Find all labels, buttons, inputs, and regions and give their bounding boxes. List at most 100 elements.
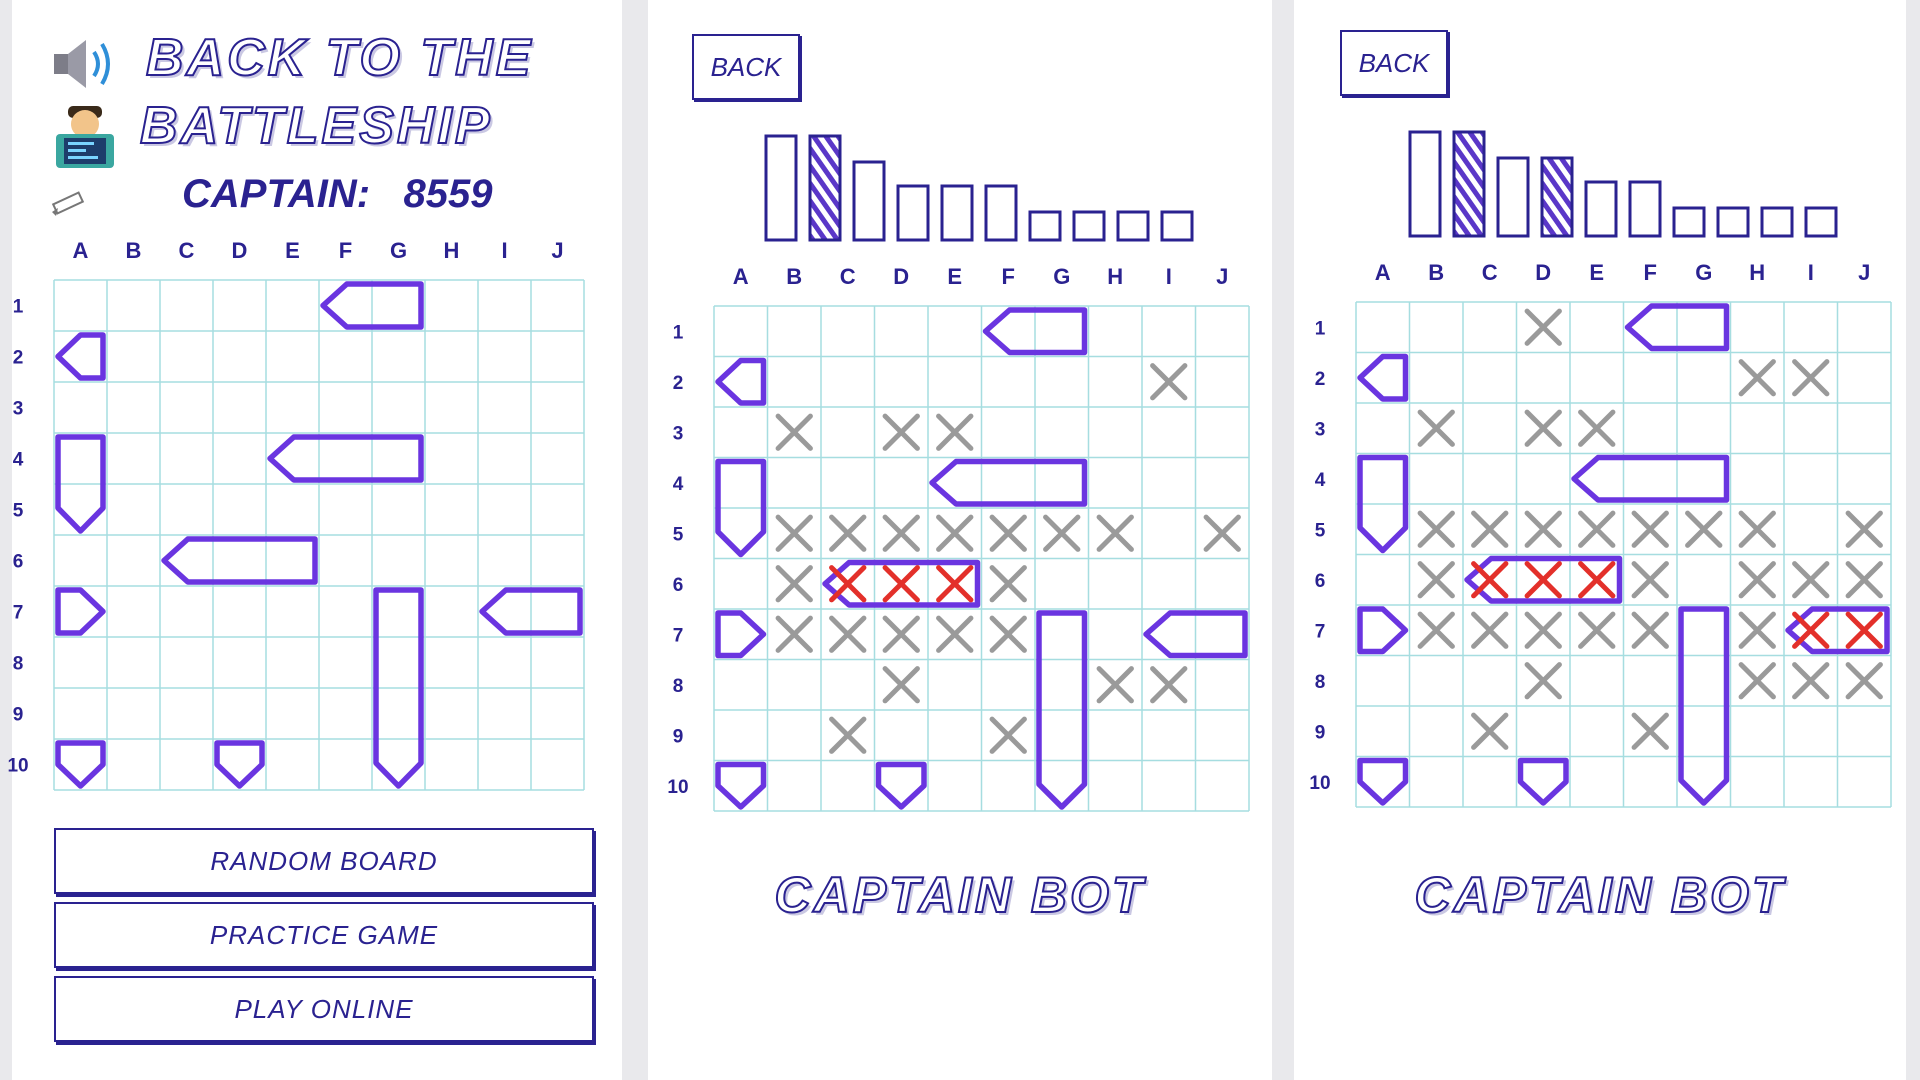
row-label: 2 [1315,369,1326,390]
ship [161,536,318,585]
miss-marker [1417,409,1455,447]
ship [1357,606,1409,655]
fleet-ship-afloat [1672,206,1706,238]
random-board-button[interactable]: RANDOM BOARD [54,828,594,894]
row-label: 8 [13,654,24,675]
column-label: J [1858,260,1870,285]
miss-marker [1578,510,1616,548]
miss-marker [1631,510,1669,548]
row-label: 3 [1315,419,1326,440]
row-label: 5 [13,501,24,522]
back-button[interactable]: BACK [692,34,800,100]
fleet-ship-afloat [896,184,930,242]
miss-marker [936,413,974,451]
row-label: 8 [1315,672,1326,693]
miss-marker [829,514,867,552]
row-label: 4 [1315,470,1326,491]
row-label: 6 [13,552,24,573]
column-label: G [1695,260,1712,285]
ship [875,761,927,810]
row-label: 9 [1315,722,1326,743]
practice-game-button[interactable]: PRACTICE GAME [54,902,594,968]
row-label: 2 [673,373,684,394]
column-label: C [179,238,195,263]
miss-marker [775,514,813,552]
miss-marker [1578,611,1616,649]
opponent-name: CAPTAIN BOT [774,866,1146,924]
column-label: D [1535,260,1551,285]
miss-marker [1792,662,1830,700]
play-online-button[interactable]: PLAY ONLINE [54,976,594,1042]
miss-marker [1417,611,1455,649]
miss-marker [1792,359,1830,397]
miss-marker [829,615,867,653]
fleet-ship-afloat [1716,206,1750,238]
ship [1571,454,1730,503]
ship [55,332,106,381]
column-label: E [285,238,300,263]
ship [1785,606,1890,655]
column-label: D [232,238,248,263]
game-title-line1: BACK TO THE [145,28,534,88]
miss-marker [989,514,1027,552]
ship [55,740,106,789]
miss-marker [1738,611,1776,649]
miss-marker [1096,514,1134,552]
miss-marker [1738,510,1776,548]
miss-marker [989,565,1027,603]
ship [1624,303,1730,352]
speaker-icon[interactable] [50,34,122,94]
hit-marker [1845,611,1883,649]
ship [1517,757,1569,806]
miss-marker [882,413,920,451]
row-label: 1 [1315,318,1326,339]
column-label: C [1482,260,1498,285]
fleet-ship-afloat [1760,206,1794,238]
column-label: C [840,264,856,289]
miss-marker [1043,514,1081,552]
fleet-ship-afloat [1028,210,1062,242]
fleet-ship-afloat [1496,156,1530,238]
ship [929,458,1088,507]
miss-marker [829,716,867,754]
ship [373,587,424,789]
ship [479,587,583,636]
miss-marker [1792,561,1830,599]
miss-marker [1578,409,1616,447]
row-label: 1 [673,322,684,343]
fleet-ship-afloat [984,184,1018,242]
fleet-ship-afloat [1628,180,1662,238]
hit-marker [882,565,920,603]
column-label: B [1428,260,1444,285]
row-label: 7 [13,603,24,624]
miss-marker [1524,611,1562,649]
column-label: I [1808,260,1814,285]
row-label: 4 [673,474,684,495]
row-label: 6 [1315,571,1326,592]
miss-marker [1524,308,1562,346]
pencil-icon[interactable] [48,186,88,220]
miss-marker [1524,662,1562,700]
fleet-ship-afloat [940,184,974,242]
miss-marker [1417,561,1455,599]
miss-marker [1631,561,1669,599]
miss-marker [1845,510,1883,548]
column-label: D [893,264,909,289]
grid-lines [713,305,1250,812]
miss-marker [936,615,974,653]
ship [715,357,767,406]
column-label: E [947,264,962,289]
enemy-fleet-status [1408,130,1838,238]
back-button[interactable]: BACK [1340,30,1448,96]
coder-avatar-icon[interactable] [50,104,120,168]
column-label: F [339,238,352,263]
fleet-ship-sunk [808,134,842,242]
row-label: 10 [667,777,688,798]
miss-marker [882,615,920,653]
miss-marker [1738,561,1776,599]
